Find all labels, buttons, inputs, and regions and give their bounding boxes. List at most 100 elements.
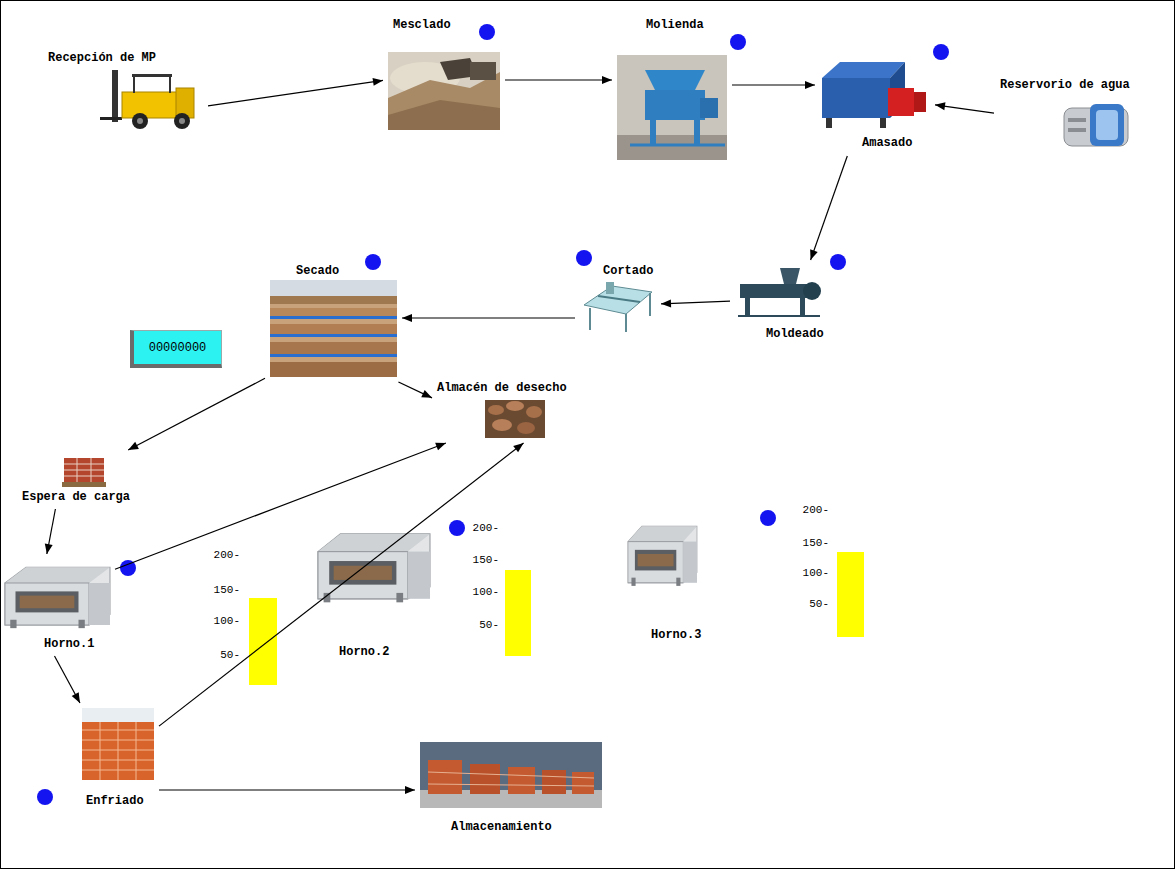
station-label: Cortado	[603, 264, 653, 278]
station-label: Reservorio de agua	[1000, 78, 1130, 92]
axis-tick-label: 100-	[802, 567, 830, 580]
station-label: Secado	[296, 264, 339, 278]
flow-arrow	[159, 443, 524, 726]
arrow-line	[505, 79, 612, 80]
counter-display: 00000000	[130, 330, 222, 368]
arrow-line	[398, 382, 432, 398]
station-node: Enfriado	[79, 705, 157, 811]
cutter-icon	[584, 282, 652, 332]
flow-arrow	[55, 656, 80, 703]
arrow-line	[159, 443, 524, 726]
station-label: Almacenamiento	[451, 820, 552, 834]
station-node: Horno.2	[315, 524, 433, 662]
warehouse-photo	[420, 742, 602, 808]
flow-arrow	[45, 509, 56, 554]
arrow-head	[128, 442, 139, 450]
axis-tick-label: 50-	[478, 619, 500, 632]
axis-tick-label: 150-	[802, 537, 830, 550]
axis-tick-label: 50-	[808, 598, 830, 611]
arrow-head	[405, 786, 415, 794]
station-label: Horno.1	[44, 637, 94, 651]
axis-tick-label: 200-	[472, 522, 500, 535]
flow-arrow	[115, 443, 446, 569]
flow-arrow	[402, 314, 575, 322]
waste-pile-photo	[485, 400, 545, 438]
station-node: Almacén de desecho	[434, 378, 596, 441]
flow-arrow	[128, 378, 265, 450]
arrow-line	[208, 80, 383, 106]
flow-arrow	[661, 299, 730, 307]
forklift-icon	[100, 70, 194, 129]
arrow-line	[402, 317, 575, 318]
status-dot	[37, 24, 949, 805]
station-node: Espera de carga	[18, 452, 154, 507]
station-label: Enfriado	[86, 794, 144, 808]
axis-tick-label: 100-	[213, 615, 241, 628]
arrow-line	[811, 156, 848, 260]
axis-tick-label: 50-	[219, 649, 241, 662]
arrow-line	[159, 789, 415, 790]
arrow-line	[115, 443, 446, 569]
station-node: Amasado	[817, 57, 933, 154]
station-node: Molienda	[614, 16, 730, 163]
station-node: Horno.1	[3, 556, 113, 654]
station-label: Horno.3	[651, 628, 701, 642]
arrow-head	[421, 390, 432, 398]
kiln-icon	[5, 567, 110, 628]
arrow-line	[55, 656, 80, 703]
station-label: Molienda	[646, 18, 704, 32]
kneader-icon	[822, 62, 926, 128]
arrow-head	[805, 81, 815, 89]
water-tank-icon	[1064, 104, 1128, 146]
station-label: Amasado	[862, 136, 912, 150]
brick-pallet-icon	[62, 458, 106, 487]
station-node: Almacenamiento	[417, 739, 605, 837]
flow-arrow	[398, 382, 432, 398]
station-node: Moldeado	[732, 262, 827, 344]
station-label: Horno.2	[339, 645, 389, 659]
flow-arrow	[810, 156, 847, 260]
station-label: Espera de carga	[22, 490, 130, 504]
level-bar	[505, 570, 531, 656]
axis-tick-label: 150-	[472, 554, 500, 567]
station-node: Horno.3	[625, 516, 705, 645]
arrow-head	[602, 76, 612, 84]
arrow-head	[810, 249, 818, 260]
station-node: Mesclado	[385, 16, 503, 133]
axis-tick-label: 150-	[213, 584, 241, 597]
arrow-head	[45, 543, 53, 554]
station-node: Cortado	[577, 262, 659, 335]
kiln-icon	[318, 534, 430, 602]
axis-tick-label: 200-	[213, 549, 241, 562]
drying-yard-photo	[270, 280, 397, 377]
grinder-photo	[617, 55, 727, 160]
arrow-head	[661, 299, 671, 307]
flow-arrow	[732, 81, 815, 89]
arrow-head	[402, 314, 412, 322]
counter-value: 00000000	[149, 341, 207, 355]
flow-arrow	[208, 78, 383, 106]
station-label: Almacén de desecho	[437, 381, 567, 395]
level-bar	[249, 598, 277, 685]
station-label: Moldeado	[766, 327, 824, 341]
arrow-head	[435, 443, 446, 450]
arrow-head	[513, 443, 523, 452]
station-label: Mesclado	[393, 18, 451, 32]
axis-tick-label: 100-	[472, 586, 500, 599]
axis-tick-label: 200-	[802, 504, 830, 517]
extruder-icon	[738, 268, 821, 316]
arrow-head	[935, 102, 945, 110]
station-node: Recepción de MP	[44, 48, 206, 130]
flow-arrow	[159, 786, 415, 794]
level-bar	[837, 552, 864, 637]
flow-arrow	[935, 102, 994, 113]
station-node: Secado	[267, 262, 400, 380]
flow-arrow	[505, 76, 612, 84]
arrow-head	[373, 78, 383, 86]
arrow-line	[128, 378, 265, 450]
arrow-line	[732, 84, 815, 85]
